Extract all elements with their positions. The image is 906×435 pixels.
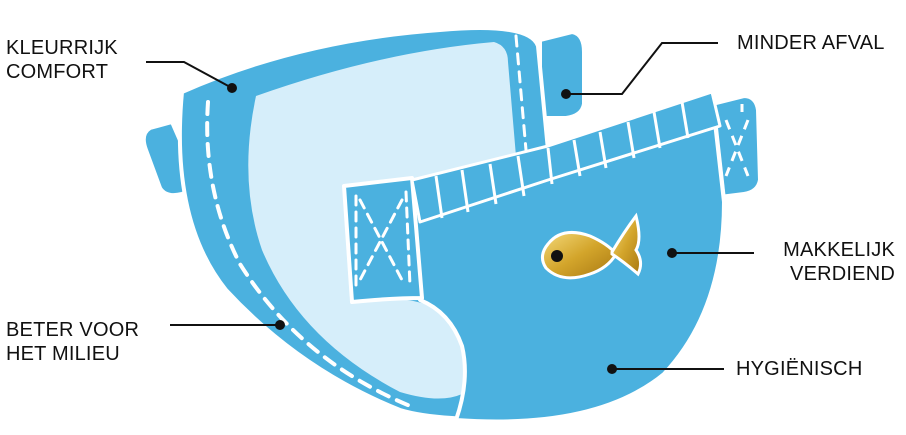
label-kleurrijk-line1: KLEURRIJK: [6, 36, 118, 60]
label-beter-line2: HET MILIEU: [6, 342, 139, 366]
label-hygienisch: HYGIËNISCH: [736, 357, 862, 381]
label-minder-line1: MINDER AFVAL: [737, 31, 885, 55]
label-makkelijk-verdiend: MAKKELIJK VERDIEND: [783, 238, 895, 286]
label-beter-line1: BETER VOOR: [6, 318, 139, 342]
back-tab-top: [540, 32, 584, 118]
label-hygienisch-line1: HYGIËNISCH: [736, 357, 862, 381]
label-beter-voor-het-milieu: BETER VOOR HET MILIEU: [6, 318, 139, 366]
label-makkelijk-line2: VERDIEND: [783, 262, 895, 286]
label-makkelijk-line1: MAKKELIJK: [783, 238, 895, 262]
label-kleurrijk-line2: COMFORT: [6, 60, 118, 84]
label-kleurrijk-comfort: KLEURRIJK COMFORT: [6, 36, 118, 84]
label-minder-afval: MINDER AFVAL: [737, 31, 885, 55]
fish-eye-dot: [551, 250, 563, 262]
